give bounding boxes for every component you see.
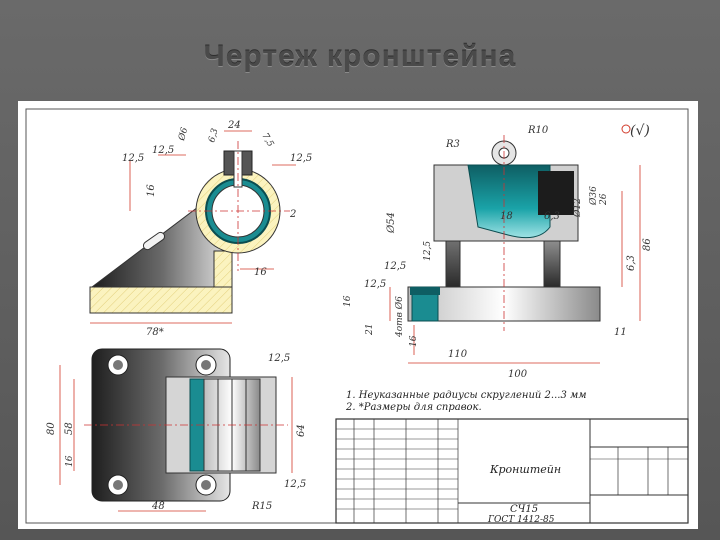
dim-label: 21 bbox=[365, 324, 375, 336]
dim-label: 12,5 bbox=[122, 153, 144, 164]
dim-label: 12,5 bbox=[290, 153, 312, 164]
dim-label: 12,5 bbox=[364, 279, 386, 290]
top-view: 12,5 80 58 64 16 12,5 48 R15 bbox=[46, 348, 307, 512]
drawing-sheet: 24 Ø6 6,3 7,5 12,5 12,5 12,5 16 16 2 78* bbox=[18, 101, 698, 529]
dim-label: 12,5 bbox=[268, 353, 290, 364]
title-block-standard: ГОСТ 1412-85 bbox=[487, 515, 555, 525]
dim-label: 12,5 bbox=[152, 145, 174, 156]
dim-label: Ø12 bbox=[572, 198, 583, 218]
dim-label: 58 bbox=[64, 422, 75, 435]
dim-label: 16 bbox=[65, 455, 75, 467]
roughness-symbol: (√) bbox=[630, 123, 650, 139]
slide-title: Чертеж кронштейна bbox=[203, 40, 517, 73]
dim-label: 78* bbox=[146, 327, 164, 338]
dim-label: 12,5 bbox=[384, 261, 406, 272]
dim-label: 100 bbox=[508, 369, 528, 380]
dim-label: 16 bbox=[409, 335, 419, 347]
dim-label: 4отв Ø6 bbox=[394, 296, 405, 338]
dim-label: 24 bbox=[227, 120, 241, 131]
dim-label: Ø36 bbox=[588, 186, 599, 206]
dim-label: 26 bbox=[599, 193, 609, 206]
dim-label: 6,3 bbox=[626, 255, 637, 271]
note-line: 1. Неуказанные радиусы скруглений 2...3 … bbox=[346, 390, 587, 401]
dim-label: Ø6 bbox=[176, 126, 190, 143]
dim-label: 16 bbox=[343, 295, 353, 307]
side-view: R3 R10 Ø54 Ø36 26 18 6,3 Ø12 12,5 12,5 1… bbox=[343, 123, 653, 380]
dim-label: 11 bbox=[614, 327, 627, 338]
dim-label: 16 bbox=[254, 267, 267, 278]
dim-label: 110 bbox=[448, 349, 468, 360]
dim-label: 64 bbox=[296, 424, 307, 437]
dim-label: 16 bbox=[146, 184, 157, 197]
dim-label: 18 bbox=[500, 211, 513, 222]
dim-label: 12,5 bbox=[284, 479, 306, 490]
dim-label: 6,3 bbox=[544, 211, 560, 222]
front-view: 24 Ø6 6,3 7,5 12,5 12,5 12,5 16 16 2 78* bbox=[89, 120, 312, 338]
dim-label: R10 bbox=[527, 125, 549, 136]
dim-label: R3 bbox=[445, 139, 460, 150]
dim-label: 7,5 bbox=[259, 132, 275, 150]
dim-label: R15 bbox=[251, 501, 272, 512]
front-base-plate bbox=[89, 286, 233, 314]
dim-label: 2 bbox=[289, 209, 296, 220]
dim-label: 48 bbox=[151, 501, 165, 512]
title-block: Кронштейн СЧ15 ГОСТ 1412-85 bbox=[335, 418, 689, 525]
title-block-part-name: Кронштейн bbox=[489, 463, 561, 476]
notes: 1. Неуказанные радиусы скруглений 2...3 … bbox=[345, 390, 587, 413]
title-block-material: СЧ15 bbox=[510, 504, 538, 515]
dim-label: 12,5 bbox=[423, 241, 433, 261]
dim-label: 80 bbox=[46, 422, 57, 435]
dim-label: 86 bbox=[642, 238, 653, 251]
side-bore-section bbox=[467, 164, 551, 239]
dim-label: 6,3 bbox=[207, 127, 220, 144]
dim-label: Ø54 bbox=[386, 212, 397, 234]
note-line: 2. *Размеры для справок. bbox=[345, 402, 482, 413]
